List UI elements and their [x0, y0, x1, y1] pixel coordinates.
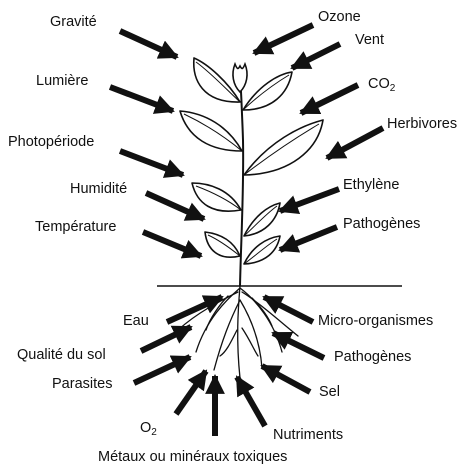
label-ethylene: Ethylène: [343, 177, 399, 194]
label-parasites: Parasites: [52, 376, 112, 393]
apical-bud: [233, 64, 247, 92]
arrow-ozone: [254, 25, 313, 53]
arrow-co2: [301, 85, 358, 113]
root-system: [178, 286, 298, 378]
label-temperature: Température: [35, 219, 116, 236]
label-o2: O2: [140, 420, 157, 437]
label-water: Eau: [123, 313, 149, 330]
arrow-pathogens-aerial: [280, 227, 337, 250]
label-soil-quality: Qualité du sol: [17, 347, 106, 364]
label-wind: Vent: [355, 32, 384, 49]
label-pathogens-aerial: Pathogènes: [343, 216, 420, 233]
label-microorganisms: Micro-organismes: [318, 313, 433, 330]
arrow-light: [110, 87, 173, 111]
arrow-wind: [292, 44, 340, 68]
label-co2: CO2: [368, 76, 395, 93]
arrow-o2: [176, 371, 206, 414]
label-salt: Sel: [319, 384, 340, 401]
arrow-photoperiod: [120, 151, 183, 175]
label-pathogens-soil: Pathogènes: [334, 349, 411, 366]
arrow-humidity: [146, 193, 204, 219]
stem: [240, 72, 243, 286]
arrow-salt: [262, 366, 310, 392]
arrow-nutrients: [237, 377, 265, 426]
label-ozone: Ozone: [318, 9, 361, 26]
arrow-ethylene: [280, 189, 339, 211]
label-photoperiod: Photopériode: [8, 134, 94, 151]
arrow-herbivores: [327, 128, 383, 158]
arrow-microorganisms: [264, 297, 313, 322]
label-light: Lumière: [36, 73, 88, 90]
arrow-soil-quality: [141, 327, 191, 351]
label-herbivores: Herbivores: [387, 116, 457, 133]
arrow-water: [167, 297, 222, 322]
label-toxic-metals: Métaux ou minéraux toxiques: [98, 449, 287, 466]
label-humidity: Humidité: [70, 181, 127, 198]
label-gravity: Gravité: [50, 14, 97, 31]
arrow-temperature: [143, 232, 201, 256]
arrow-parasites: [134, 357, 190, 383]
label-nutrients: Nutriments: [273, 427, 343, 444]
arrow-gravity: [120, 31, 177, 57]
